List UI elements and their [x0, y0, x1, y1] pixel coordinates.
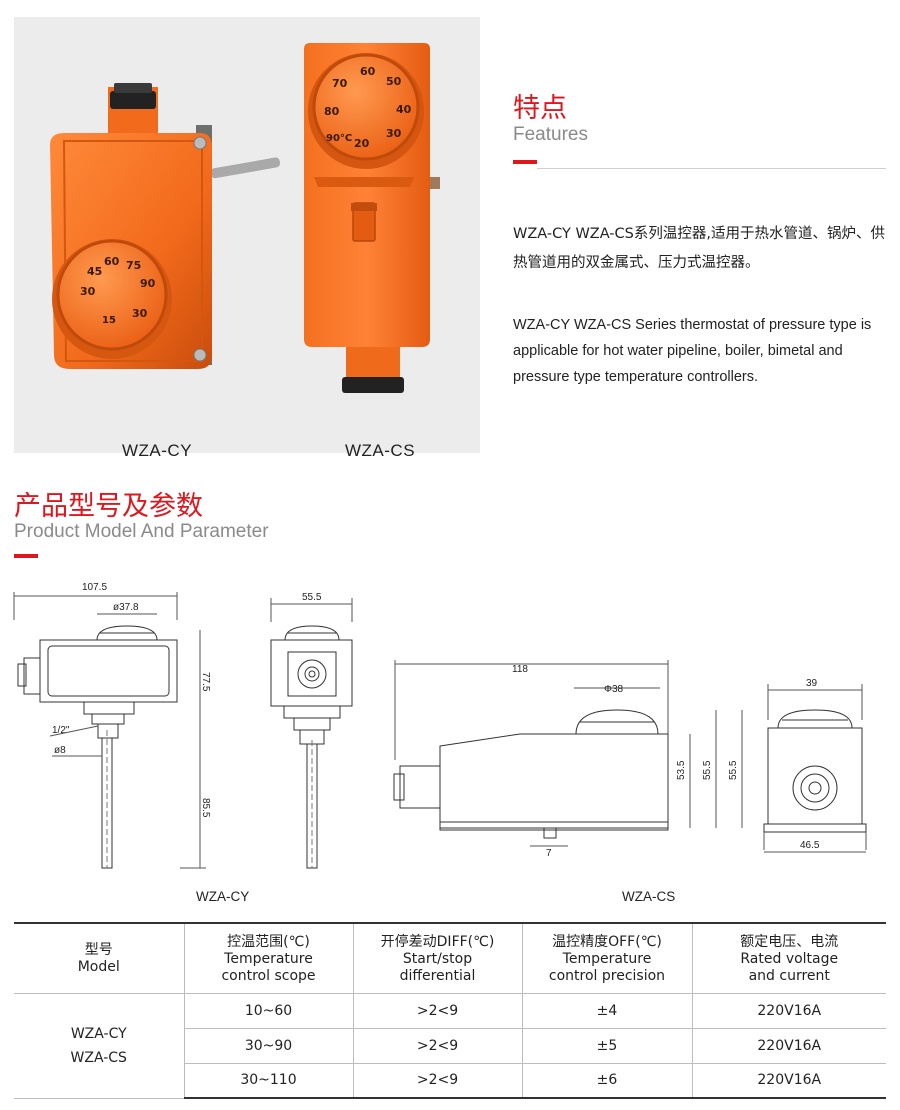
wza-cy-device: 30 45 60 75 90 30 15	[50, 83, 281, 369]
dial-number: 30	[80, 285, 96, 298]
cell-precision: ±6	[521, 1062, 693, 1099]
dim-cs-length: 118	[512, 664, 528, 675]
cell-rating: 220V16A	[691, 1062, 886, 1099]
header-rating: 额定电压、电流 Rated voltage and current	[691, 922, 886, 994]
dim-cs-end-width: 39	[806, 678, 818, 689]
header-model: 型号 Model	[14, 922, 185, 994]
drawing-label-cy: WZA-CY	[196, 889, 250, 904]
features-text-cn: WZA-CY WZA-CS系列温控器,适用于热水管道、锅炉、供热管道用的双金属式…	[513, 226, 885, 271]
dial-number: 15	[102, 315, 116, 326]
features-title-en: Features	[513, 124, 588, 145]
model-accent-bar	[14, 554, 38, 558]
cy-front-view: 107.5 ø37.8 1/2" ø8 77.5 85.5	[13, 582, 211, 869]
cy-dial-numbers: 30 45 60 75 90 30 15	[80, 255, 156, 326]
cell-rating: 220V16A	[691, 992, 886, 1029]
dim-cy-height: 77.5	[200, 672, 211, 692]
dim-cs-gap: 7	[546, 848, 552, 859]
dial-number: 50	[386, 75, 402, 88]
dial-number: 30	[386, 127, 402, 140]
features-title-cn: 特点	[513, 93, 567, 124]
cell-precision: ±5	[521, 1027, 693, 1064]
dial-number: 90	[140, 277, 156, 290]
dim-cy-probe-len: 85.5	[200, 798, 211, 818]
product-photos: 30 45 60 75 90 30 15	[50, 43, 440, 393]
cell-range: 30~110	[184, 1062, 354, 1099]
dial-number: 75	[126, 259, 141, 272]
drawing-label-cs: WZA-CS	[622, 889, 676, 904]
cell-range: 30~90	[184, 1027, 354, 1064]
model-title-en: Product Model And Parameter	[14, 521, 269, 542]
technical-drawings: 107.5 ø37.8 1/2" ø8 77.5 85.5 55.5	[13, 582, 867, 869]
wza-cs-caption: WZA-CS	[345, 441, 416, 460]
cell-diff: >2<9	[352, 1062, 523, 1099]
dial-number: 60	[104, 255, 120, 268]
header-temp-range: 控温范围(℃) Temperature control scope	[183, 922, 354, 994]
model-title-cn: 产品型号及参数	[14, 491, 203, 522]
dial-number: 45	[87, 265, 102, 278]
dim-cy-side-width: 55.5	[302, 592, 322, 603]
dial-number: 30	[132, 307, 148, 320]
table-row: 30~90 >2<9 ±5 220V16A	[14, 1027, 886, 1064]
dial-number: 20	[354, 137, 370, 150]
dial-number: 90°C	[326, 133, 352, 144]
features-divider	[537, 168, 886, 169]
features-text-en: WZA-CY WZA-CS Series thermostat of press…	[513, 317, 872, 385]
dim-cs-dial: Φ38	[604, 684, 624, 695]
cell-diff: >2<9	[352, 992, 523, 1029]
table-header-row: 型号 Model 控温范围(℃) Temperature control sco…	[14, 922, 886, 994]
table-row: 30~110 >2<9 ±6 220V16A	[14, 1062, 886, 1099]
dim-cy-probe-dia: ø8	[54, 745, 66, 756]
header-diff: 开停差动DIFF(℃) Start/stop differential	[352, 922, 523, 994]
cy-side-view: 55.5	[270, 592, 353, 869]
product-photo-panel: 30 45 60 75 90 30 15	[14, 17, 480, 460]
cs-dial-numbers: 20 30 40 50 60 70 80 90°C	[324, 65, 412, 150]
dim-cs-h3: 55.5	[728, 760, 739, 780]
dial-number: 40	[396, 103, 412, 116]
wza-cy-caption: WZA-CY	[122, 441, 193, 460]
model-cell: WZA-CY WZA-CS	[14, 992, 185, 1099]
dim-cs-h1: 53.5	[676, 760, 687, 780]
features-accent-bar	[513, 160, 537, 164]
header-precision: 温控精度OFF(℃) Temperature control precision	[521, 922, 693, 994]
parameter-table: 型号 Model 控温范围(℃) Temperature control sco…	[14, 922, 886, 1099]
table-row: WZA-CY WZA-CS 10~60 >2<9 ±4 220V16A	[14, 992, 886, 1099]
dim-cs-h2: 55.5	[702, 760, 713, 780]
dial-number: 70	[332, 77, 348, 90]
dial-number: 60	[360, 65, 376, 78]
cell-precision: ±4	[521, 992, 693, 1029]
cs-side-view: 118 Φ38 7 53.5 55.5 55.5	[393, 660, 743, 859]
dim-cy-thread: 1/2"	[52, 725, 70, 736]
cell-diff: >2<9	[352, 1027, 523, 1064]
dim-cy-width: 107.5	[82, 582, 107, 593]
wza-cs-device: 20 30 40 50 60 70 80 90°C	[304, 43, 440, 393]
dial-number: 80	[324, 105, 340, 118]
dim-cy-dial: ø37.8	[113, 602, 139, 613]
dim-cs-end-base: 46.5	[800, 840, 820, 851]
cs-end-view: 39 46.5	[763, 678, 867, 853]
cell-rating: 220V16A	[691, 1027, 886, 1064]
cell-range: 10~60	[183, 992, 354, 1029]
